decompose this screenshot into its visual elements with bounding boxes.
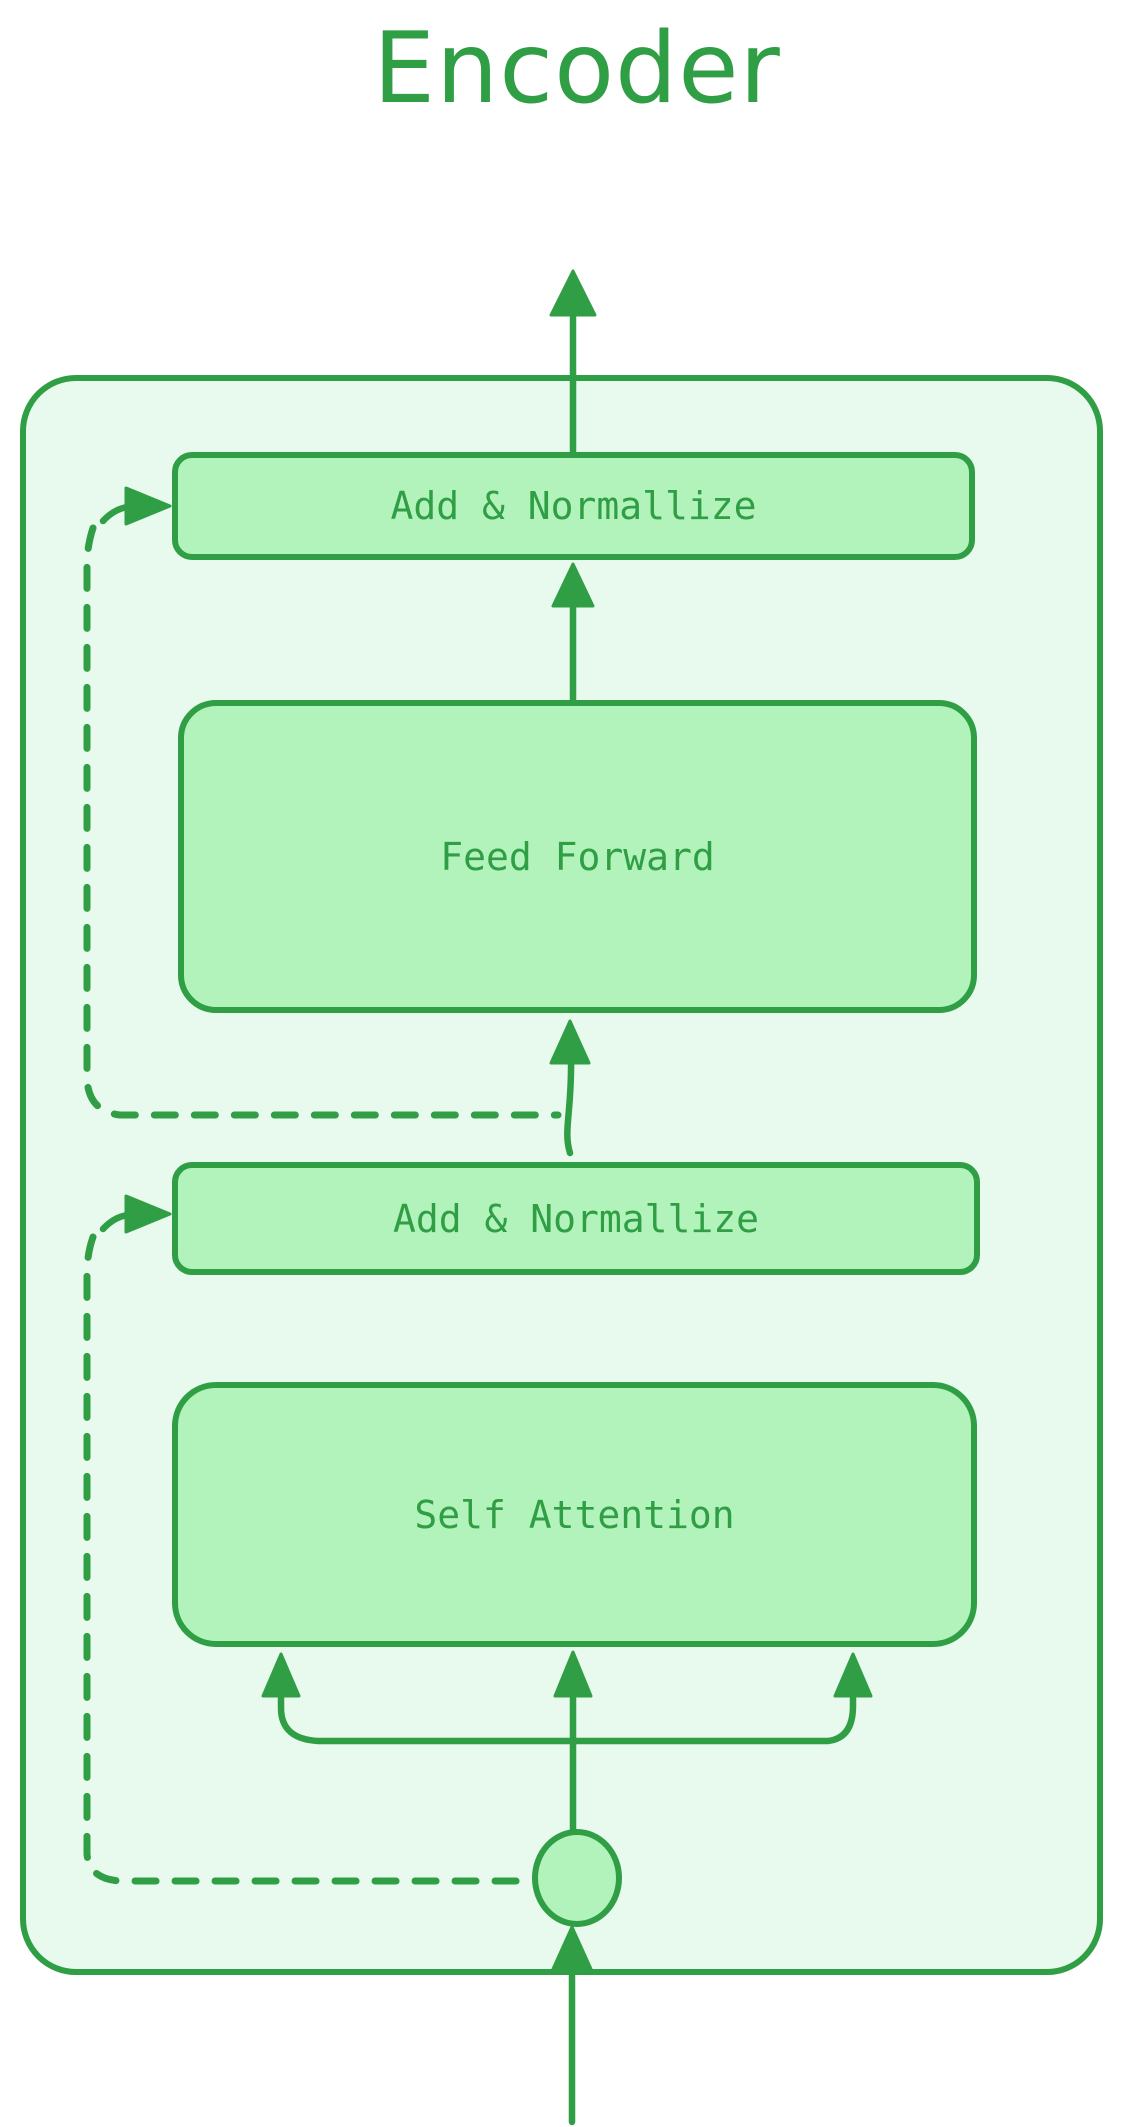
diagram-title: Encoder (373, 12, 781, 126)
node-add-normalize-top: Add & Normallize (172, 452, 975, 560)
node-self-attention: Self Attention (172, 1382, 977, 1647)
node-add-normalize-bottom-label: Add & Normallize (392, 1196, 760, 1241)
node-self-attention-label: Self Attention (414, 1492, 735, 1537)
output-arrowhead (549, 269, 597, 317)
node-feed-forward: Feed Forward (178, 700, 977, 1013)
node-add-normalize-bottom: Add & Normallize (172, 1162, 980, 1275)
node-add-normalize-top-label: Add & Normallize (390, 484, 757, 528)
node-feed-forward-label: Feed Forward (440, 834, 715, 879)
